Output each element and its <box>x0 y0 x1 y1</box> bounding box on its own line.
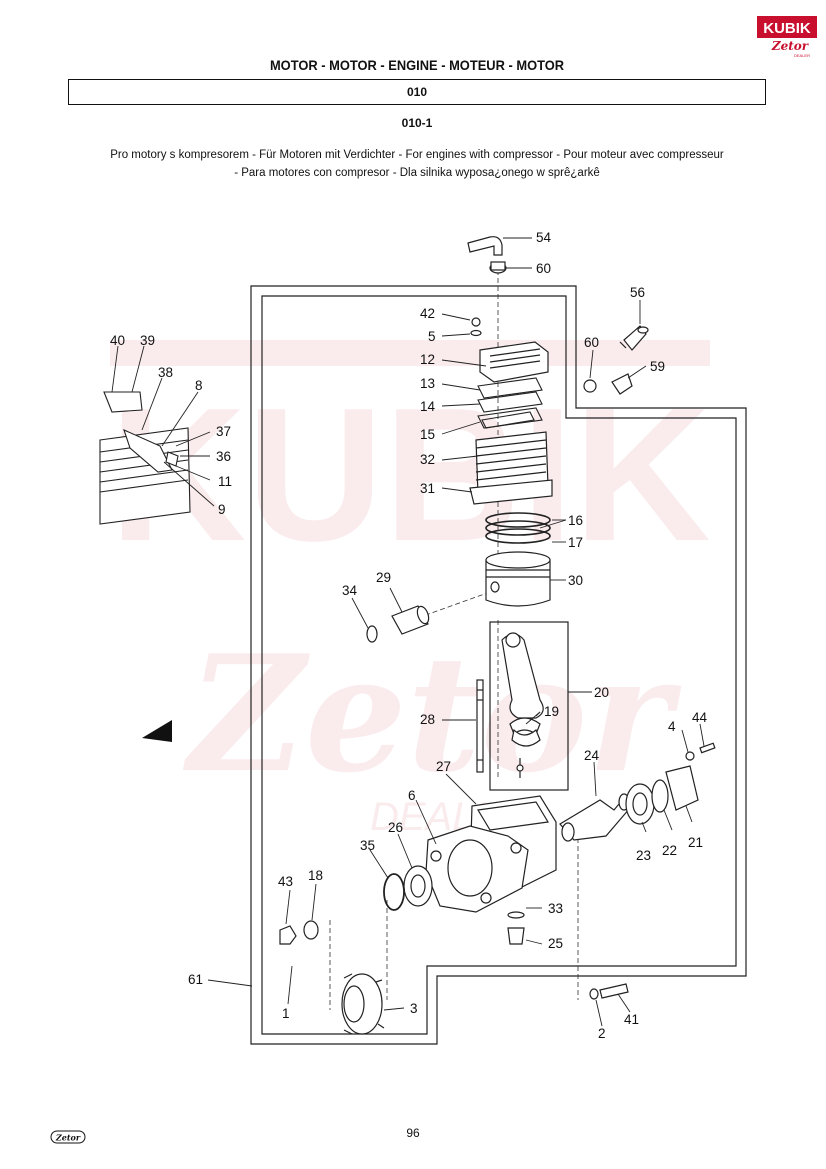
piston-pin-part-29 <box>366 605 430 643</box>
part-label: 19 <box>544 704 559 719</box>
part-label: 44 <box>692 710 708 725</box>
part-label: 43 <box>278 874 293 889</box>
part-label: 36 <box>216 449 231 464</box>
fittings-part-56-59-60 <box>583 325 649 395</box>
part-label: 8 <box>195 378 203 393</box>
part-label: 42 <box>420 306 435 321</box>
page-title: MOTOR - MOTOR - ENGINE - MOTEUR - MOTOR <box>269 57 565 73</box>
part-label: 20 <box>594 685 609 700</box>
cylinder-head-part-12 <box>470 317 549 383</box>
gaskets-part-13-14-15 <box>477 377 543 429</box>
part-label: 38 <box>158 365 173 380</box>
part-label: 39 <box>140 333 155 348</box>
part-label: 6 <box>408 788 416 803</box>
part-label: 14 <box>420 399 436 414</box>
connecting-rod-part-20 <box>489 621 569 791</box>
gear-part-3 <box>341 973 385 1035</box>
description-line-2: - Para motores con compresor - Dla silni… <box>234 167 600 179</box>
part-label: 31 <box>420 481 435 496</box>
part-label: 25 <box>548 936 563 951</box>
part-label: 40 <box>110 333 125 348</box>
part-label: 56 <box>630 285 645 300</box>
part-label: 5 <box>428 329 436 344</box>
part-label: 12 <box>420 352 435 367</box>
bearing-cover-part-21-22-23 <box>625 742 716 825</box>
bearing-part-26 <box>383 865 433 911</box>
part-label: 11 <box>218 474 232 489</box>
part-label: 26 <box>388 820 403 835</box>
axis-lines <box>329 270 579 1010</box>
flange-part-6 <box>425 825 529 913</box>
part-label: 18 <box>308 868 323 883</box>
part-label: 22 <box>662 843 677 858</box>
bolt-part-41-2 <box>589 983 629 1000</box>
part-label: 28 <box>420 712 435 727</box>
kubik-dealer-logo: KUBIK Zetor DEALER <box>756 14 818 60</box>
part-label: 33 <box>548 901 563 916</box>
piston-part-30 <box>485 551 551 607</box>
part-label: 3 <box>410 1001 418 1016</box>
part-label: 13 <box>420 376 435 391</box>
assembly-frame <box>250 285 747 1045</box>
part-label: 32 <box>420 452 435 467</box>
part-label: 29 <box>376 570 391 585</box>
nut-washer-part-43-18 <box>279 920 319 945</box>
direction-arrow <box>142 720 172 742</box>
part-label: 35 <box>360 838 375 853</box>
part-label: 59 <box>650 359 665 374</box>
part-label: 15 <box>420 427 435 442</box>
part-label: 54 <box>536 230 552 245</box>
logo-text: KUBIK <box>763 20 811 37</box>
page-number: 96 <box>406 1126 420 1140</box>
part-label: 16 <box>568 513 583 528</box>
part-label: 4 <box>668 719 676 734</box>
plug-part-25-33 <box>507 911 525 945</box>
logo-sub: Zetor <box>771 39 810 53</box>
logo-tag: DEALER <box>794 53 810 58</box>
part-label: 34 <box>342 583 358 598</box>
subsection-code: 010-1 <box>401 116 433 130</box>
part-label: 9 <box>218 502 226 517</box>
part-label: 30 <box>568 573 583 588</box>
pipe-elbow-part-54 <box>467 236 507 274</box>
zetor-footer-logo: Zetor <box>50 1130 86 1144</box>
description-line-1: Pro motory s kompresorem - Für Motoren m… <box>110 149 724 161</box>
part-label: 21 <box>688 835 703 850</box>
section-code-box: 010 <box>68 79 766 105</box>
stud-part-28 <box>476 679 484 773</box>
watermark: KUBIK Zetor DEALER <box>109 340 711 839</box>
part-label: 17 <box>568 535 583 550</box>
part-label: 60 <box>584 335 599 350</box>
part-label: 23 <box>636 848 651 863</box>
cylinder-barrel-part-32 <box>469 431 553 505</box>
watermark-text: KUBIK <box>109 369 711 581</box>
part-label: 27 <box>436 759 451 774</box>
footer-brand: Zetor <box>55 1133 81 1143</box>
part-number-labels: 54 60 56 42 5 60 59 12 13 14 15 32 31 40… <box>110 230 708 1041</box>
part-label: 24 <box>584 748 600 763</box>
part-label: 2 <box>598 1026 606 1041</box>
part-label: 37 <box>216 424 231 439</box>
part-label: 60 <box>536 261 551 276</box>
piston-rings-part-16-17 <box>485 512 551 544</box>
part-label: 1 <box>282 1006 290 1021</box>
part-label: 61 <box>188 972 203 987</box>
part-label: 41 <box>624 1012 639 1027</box>
watermark-sub: Zetor <box>182 620 681 808</box>
leader-lines <box>111 237 705 1027</box>
